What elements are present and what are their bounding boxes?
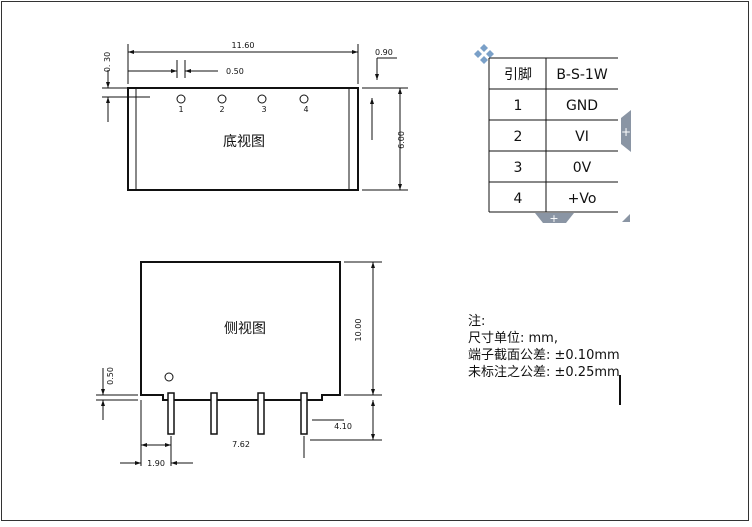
span-arrows: [141, 443, 171, 447]
table-cell-pin: 3: [514, 160, 523, 176]
dim-width-label: 11.60: [232, 41, 255, 50]
add-row-tab: [535, 213, 574, 223]
pin-hole-4: [299, 94, 309, 104]
table-cell-function: 0V: [573, 160, 592, 176]
notes-line-general-tolerance: 未标注之公差: ±0.25mm: [468, 365, 620, 380]
side-dim-arrow: [375, 74, 379, 80]
table-cell-pin: 2: [514, 129, 523, 145]
notes-line-terminal-tolerance: 端子截面公差: ±0.10mm: [468, 348, 620, 363]
add-column-handle[interactable]: +: [621, 110, 631, 152]
table-cell-function: +Vo: [568, 191, 597, 207]
dim-span-label: 7.62: [232, 440, 250, 449]
pin-label-3: 3: [261, 105, 266, 114]
add-row-handle[interactable]: +: [535, 212, 574, 225]
table-cell-function: VI: [575, 129, 589, 145]
pin-hole-1: [176, 94, 186, 104]
table-cell-function: GND: [566, 98, 598, 114]
pin-label-1: 1: [178, 105, 183, 114]
pin-label-4: 4: [303, 105, 308, 114]
dim-pin-length-label: 4.10: [334, 422, 352, 431]
side-pin-2: [210, 392, 218, 435]
notes-line-units: 尺寸单位: mm,: [468, 331, 558, 346]
table-cell-pin: 1: [514, 98, 523, 114]
dim-edge-label: 0. 30: [103, 52, 112, 72]
notes-heading: 注:: [468, 314, 485, 329]
height-inner-arrow: [370, 98, 374, 104]
plus-icon: +: [621, 125, 631, 139]
resize-icon: [622, 214, 630, 222]
bottom-view: [102, 44, 408, 191]
table-move-handle[interactable]: [474, 44, 494, 64]
dim-side-height-label: 10.00: [354, 319, 363, 342]
table-header-model: B-S-1W: [556, 67, 608, 83]
pin-hole-3: [257, 94, 267, 104]
pin-label-2: 2: [219, 105, 224, 114]
bottom-view-body: [127, 87, 359, 191]
dim-offset-label: 1.90: [147, 459, 165, 468]
pin1-marker: [164, 372, 174, 382]
pin-table: [488, 57, 618, 213]
dim-side-label: 0.90: [375, 48, 393, 57]
table-header-pin: 引脚: [504, 67, 532, 83]
dim-standoff-label: 0.50: [106, 367, 115, 385]
edge-arrows: [106, 82, 110, 103]
dim-height-label: 6.00: [397, 131, 406, 149]
side-view: [96, 261, 382, 466]
plus-icon: +: [549, 212, 558, 225]
side-view-title: 侧视图: [224, 321, 266, 337]
standoff-arrows: [101, 389, 105, 406]
side-pin-4: [300, 392, 308, 435]
move-icon: [474, 44, 494, 64]
dim-pitch-label: 0.50: [226, 67, 244, 76]
side-pin-3: [257, 392, 265, 435]
pitch-arrows: [171, 69, 191, 73]
table-cell-pin: 4: [514, 191, 523, 207]
side-pin-1: [167, 392, 175, 435]
table-resize-handle[interactable]: [622, 214, 630, 222]
add-column-tab: [621, 110, 631, 152]
bottom-view-title: 底视图: [223, 134, 265, 150]
pin-hole-2: [217, 94, 227, 104]
side-view-body: [140, 261, 341, 401]
